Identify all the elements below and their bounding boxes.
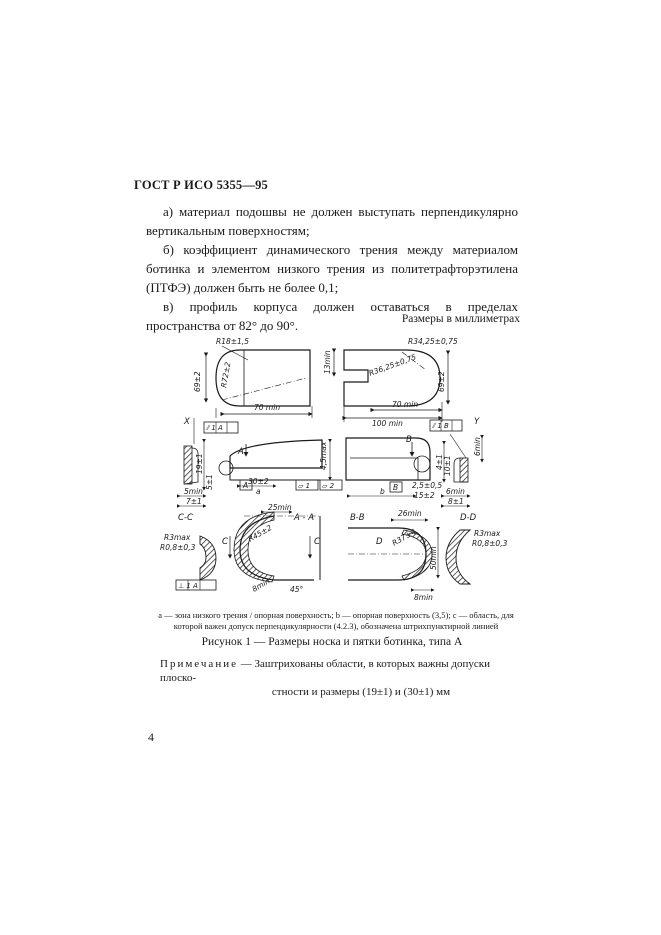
tol-flat-2: ▱ 2 (322, 482, 335, 490)
label-w69a: 69±2 (193, 371, 202, 392)
label-d30: 30±2 (248, 477, 269, 486)
box-b: B (393, 483, 398, 492)
label-w25: 25min (268, 503, 292, 512)
label-d5: 5±1 (205, 474, 214, 490)
label-r3b: R3max (474, 529, 501, 538)
label-r18: R18±1,5 (216, 337, 249, 346)
note-continuation: стности и размеры (19±1) и (30±1) мм (271, 686, 451, 698)
note-label: Примечание (160, 658, 238, 670)
label-w69b: 69±2 (437, 371, 446, 392)
label-d70a: 70 min (254, 403, 280, 412)
label-ang45: 45° (290, 585, 304, 594)
label-c-left: C (222, 537, 228, 547)
section-bb-title: B-B (350, 513, 365, 523)
label-w26: 26min (398, 509, 422, 518)
frame-perp-a: ⫽ 1 A (205, 424, 223, 432)
item-c: в) профиль корпуса должен оставаться в п… (146, 299, 518, 333)
label-h50: 50min (429, 546, 438, 570)
label-y: Y (474, 417, 480, 427)
label-a-symbol: A (237, 447, 244, 457)
label-d7: 7±1 (186, 497, 202, 506)
section-dd-title: D-D (460, 513, 477, 523)
frame-perp-c: ⊥ 1 A (178, 582, 198, 590)
label-b-symbol: B (406, 435, 412, 445)
section-aa-title: A - A (293, 513, 314, 523)
label-lbl-a: a (256, 487, 261, 496)
box-a: A (242, 481, 248, 490)
label-r36: R36,25±0,75 (368, 352, 418, 378)
label-d4: 4±1 (435, 454, 444, 470)
label-x: X (183, 417, 190, 427)
document-header: ГОСТ Р ИСО 5355—95 (134, 178, 268, 192)
label-h6: 6min (473, 437, 482, 456)
label-d70b: 70 min (392, 400, 418, 409)
technical-drawing: R18±1,5 R72±2 69±2 70 min 13min R34,25±0… (144, 330, 524, 602)
frame-perp-b: ⫽ 1 B (431, 422, 449, 430)
item-a: а) материал подошвы не должен выступать … (146, 204, 518, 238)
label-r34: R34,25±0,75 (408, 337, 458, 346)
page-number: 4 (148, 730, 154, 744)
label-d2-5: 2,5±0,5 (412, 481, 442, 490)
label-h4-5: 4,5max (319, 441, 328, 470)
item-b: б) коэффициент динамического трения межд… (146, 242, 518, 295)
label-d19: 19±1 (195, 453, 204, 474)
label-r3a: R3max (164, 533, 191, 542)
note: Примечание — Заштрихованы области, в кот… (160, 657, 522, 699)
label-h13: 13min (323, 350, 332, 374)
label-r08b: R0,8±0,3 (472, 539, 508, 548)
section-cc-title: C-C (178, 513, 193, 523)
figure-legend: a — зона низкого трения / опорная поверх… (158, 610, 514, 631)
figure-caption: Рисунок 1 — Размеры носка и пятки ботинк… (201, 636, 463, 648)
label-r72: R72±2 (219, 361, 232, 388)
units-note: Размеры в миллиметрах (401, 313, 520, 325)
label-d100: 100 min (372, 419, 403, 428)
label-d15: 15±2 (414, 491, 435, 500)
note-text: — Заштрихованы области, в которых важны … (160, 658, 491, 684)
label-d6min: 6min (446, 487, 465, 496)
label-d-symbol: D (376, 537, 383, 547)
label-lbl-b: b (380, 487, 385, 496)
label-c-right: C (314, 537, 320, 547)
label-d5min: 5min (184, 487, 203, 496)
label-d8minb: 8min (414, 593, 433, 602)
label-d8: 8±1 (448, 497, 464, 506)
tol-flat-1: ▱ 1 (298, 482, 310, 490)
label-d10: 10±1 (443, 455, 452, 476)
label-r08a: R0,8±0,3 (160, 543, 196, 552)
body-text: а) материал подошвы не должен выступать … (146, 202, 518, 335)
